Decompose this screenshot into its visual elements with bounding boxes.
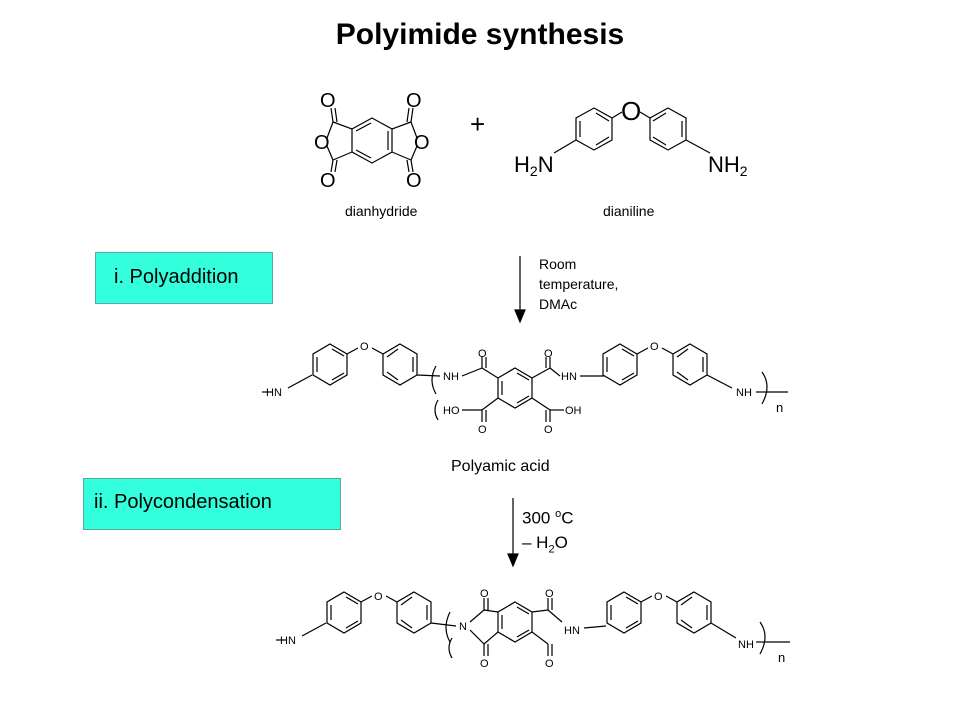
dianhydride-label: dianhydride xyxy=(345,203,418,219)
atom-o: O xyxy=(650,341,659,353)
dianiline-label: dianiline xyxy=(603,203,655,219)
condition-line: temperature, xyxy=(539,276,619,292)
atom-nh: NH xyxy=(738,639,754,651)
polyamic-acid-label: Polyamic acid xyxy=(451,458,550,475)
condition-line: Room xyxy=(539,256,577,272)
atom-hn: HN xyxy=(561,371,577,383)
atom-o: O xyxy=(360,341,369,353)
atom-o: O xyxy=(406,90,422,112)
dianhydride-oxygen-labels: O O O O O O + xyxy=(314,90,485,192)
atom-nh: NH xyxy=(443,371,459,383)
atom-hn: HN xyxy=(280,635,296,647)
atom-hn: HN xyxy=(266,387,282,399)
dianhydride-structure xyxy=(326,107,418,173)
step-polycondensation-box: ii. Polycondensation xyxy=(83,478,341,530)
amine-left: H2N xyxy=(514,152,554,179)
amine-right: NH2 xyxy=(708,152,748,179)
atom-o: O xyxy=(480,658,489,670)
atom-o: O xyxy=(544,424,553,436)
polyimide-labels: HN O N O O O O HN O NH n xyxy=(280,588,785,670)
dianiline-labels: O H2N NH2 xyxy=(514,96,748,179)
atom-o: O xyxy=(478,348,487,360)
atom-ho: HO xyxy=(443,405,460,417)
step-polyaddition-box: i. Polyaddition xyxy=(95,252,273,304)
polyimide-structure xyxy=(276,591,790,659)
step-polycondensation-label: ii. Polycondensation xyxy=(94,491,272,513)
repeat-unit-n: n xyxy=(778,650,785,665)
atom-o: O xyxy=(654,591,663,603)
atom-n: N xyxy=(459,621,467,633)
atom-o: O xyxy=(544,348,553,360)
atom-hn: HN xyxy=(564,625,580,637)
atom-o: O xyxy=(545,658,554,670)
condition-temperature: 300 oC xyxy=(522,508,574,528)
atom-o: O xyxy=(320,170,336,192)
atom-o: O xyxy=(480,588,489,600)
polyamic-acid-labels: HN O NH O O HN HO OH O O O NH n xyxy=(266,341,783,436)
atom-o: O xyxy=(314,132,330,154)
reaction-arrow-1 xyxy=(514,256,526,324)
ether-oxygen-atom: O xyxy=(621,96,641,126)
atom-nh: NH xyxy=(736,387,752,399)
repeat-unit-n: n xyxy=(776,400,783,415)
atom-o: O xyxy=(406,170,422,192)
plus-sign: + xyxy=(470,109,485,139)
atom-o: O xyxy=(478,424,487,436)
atom-o: O xyxy=(545,588,554,600)
atom-o: O xyxy=(374,591,383,603)
condition-line: DMAc xyxy=(539,296,578,312)
atom-oh: OH xyxy=(565,405,582,417)
step1-conditions: Room temperature, DMAc xyxy=(539,254,618,314)
condition-water-loss: – H2O xyxy=(522,532,568,556)
page-title: Polyimide synthesis xyxy=(335,18,625,51)
atom-o: O xyxy=(320,90,336,112)
atom-o: O xyxy=(414,132,430,154)
reaction-arrow-2 xyxy=(507,498,519,568)
step2-conditions: 300 oC – H2O xyxy=(522,502,574,561)
step-polyaddition-label: i. Polyaddition xyxy=(114,266,239,288)
dianiline-structure xyxy=(553,107,711,154)
polyamic-acid-structure xyxy=(262,343,788,422)
